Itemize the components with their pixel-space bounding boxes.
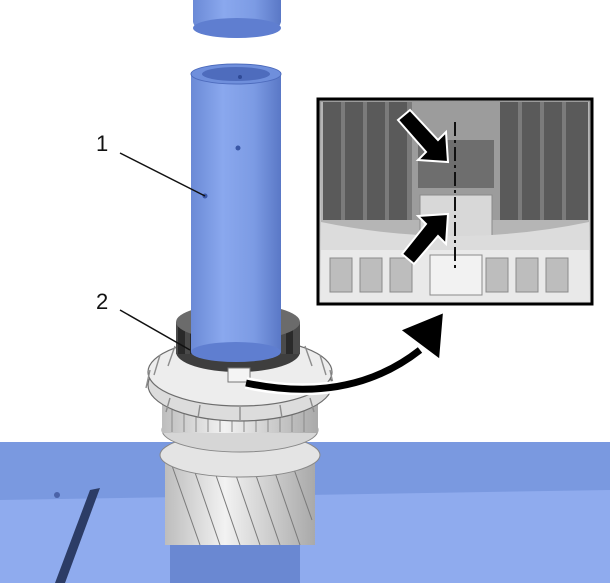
pointer-arrow-icon xyxy=(396,108,450,164)
callout-1: 1 xyxy=(96,131,109,156)
detail-inset xyxy=(316,97,594,306)
press-ram xyxy=(193,0,281,38)
leader-line-1 xyxy=(119,152,206,197)
curved-arrow-icon xyxy=(244,310,446,396)
press-tool xyxy=(190,63,282,362)
leader-line-2 xyxy=(119,309,191,351)
callout-2: 2 xyxy=(96,289,109,314)
pointer-arrow-icon xyxy=(400,212,450,266)
